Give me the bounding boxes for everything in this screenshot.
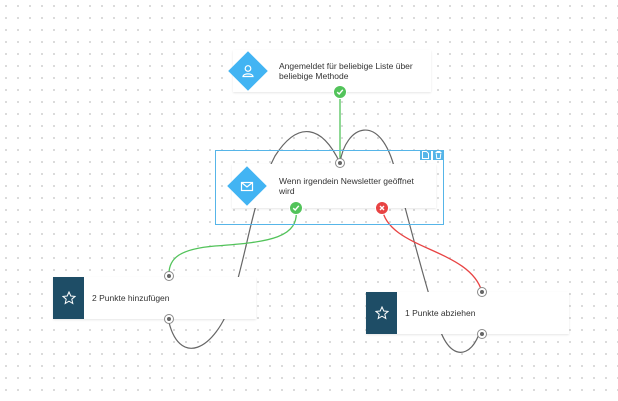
action-label-remove-points: 1 Punkte abziehen [405,308,476,318]
document-icon [422,151,429,159]
no-connector-newsletter[interactable] [375,201,389,215]
envelope-icon [240,181,254,192]
action-label-add-points: 2 Punkte hinzufügen [92,293,170,303]
wire-no-to-remove-points[interactable] [381,207,483,293]
check-icon [336,89,344,96]
yes-connector-subscribe[interactable] [333,85,347,99]
yes-connector-newsletter[interactable] [289,201,303,215]
decision-node-newsletter[interactable]: Wenn irgendein Newsletter geöffnet wird [227,164,436,208]
input-port-add-points[interactable] [164,271,174,281]
input-port-remove-points[interactable] [477,287,487,297]
delete-button[interactable] [433,150,444,160]
node-tools [420,150,444,160]
wire-gray-left-loop[interactable] [167,130,341,349]
x-icon [379,205,385,211]
trigger-node-subscribe[interactable]: Angemeldet für beliebige Liste über beli… [228,50,431,92]
action-icon-box [366,292,397,334]
action-node-remove-points[interactable]: 1 Punkte abziehen [366,292,569,334]
action-icon-box [53,277,84,319]
input-port-newsletter[interactable] [335,158,345,168]
check-icon [292,205,300,212]
output-port-add-points[interactable] [164,314,174,324]
output-port-remove-points[interactable] [477,329,487,339]
trigger-label: Angemeldet für beliebige Liste über beli… [279,61,413,81]
wire-yes-to-add-points[interactable] [168,207,297,277]
wire-gray-right-loop[interactable] [339,129,483,353]
copy-button[interactable] [420,150,431,160]
action-node-add-points[interactable]: 2 Punkte hinzufügen [53,277,256,319]
user-icon [242,65,254,78]
selection-frame [215,150,444,225]
trash-icon [435,151,442,159]
star-icon [374,306,389,320]
star-icon [61,291,76,305]
decision-label: Wenn irgendein Newsletter geöffnet wird [279,176,414,196]
